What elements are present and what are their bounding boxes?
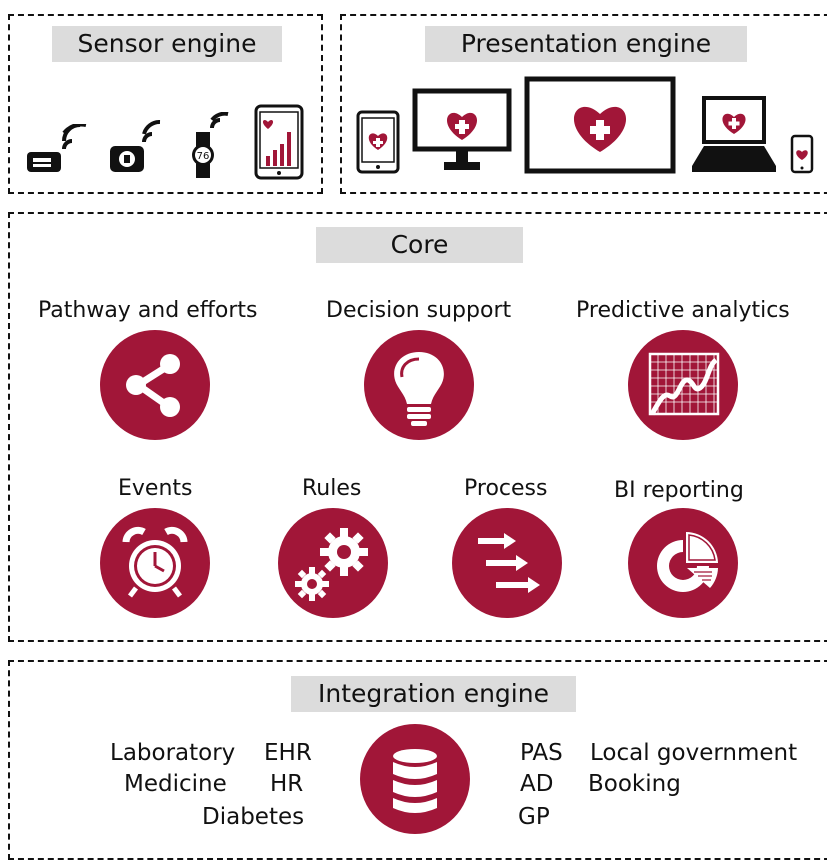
pie-chart-icon bbox=[657, 532, 718, 592]
core-label-bi: BI reporting bbox=[614, 478, 744, 503]
database-icon bbox=[393, 749, 437, 813]
system-local-government: Local government bbox=[590, 740, 798, 766]
laptop-heart-icon bbox=[692, 96, 776, 172]
system-laboratory: Laboratory bbox=[110, 740, 236, 766]
smartwatch-icon: 76 bbox=[192, 112, 229, 178]
system-booking: Booking bbox=[588, 771, 681, 797]
core-title: Core bbox=[316, 227, 523, 263]
phone-heart-icon bbox=[790, 134, 814, 174]
share-icon bbox=[126, 354, 180, 417]
system-hr: HR bbox=[270, 771, 304, 797]
core-panel bbox=[8, 212, 827, 642]
bi-circle bbox=[628, 508, 738, 618]
arrows-icon bbox=[478, 533, 540, 593]
predictive-circle bbox=[628, 330, 738, 440]
large-display-heart-icon bbox=[524, 76, 676, 174]
core-label-process: Process bbox=[464, 476, 548, 501]
system-diabetes: Diabetes bbox=[202, 804, 305, 830]
system-medicine: Medicine bbox=[124, 771, 227, 797]
presentation-engine-panel bbox=[340, 14, 827, 194]
sensor-device-icon bbox=[27, 124, 87, 172]
scale-device-icon bbox=[110, 120, 161, 172]
rules-circle bbox=[278, 508, 388, 618]
pathway-circle bbox=[100, 330, 210, 440]
integration-engine-title: Integration engine bbox=[291, 676, 576, 712]
tablet-chart-icon bbox=[254, 104, 304, 180]
lightbulb-icon bbox=[394, 352, 444, 426]
line-chart-icon bbox=[648, 352, 720, 416]
core-label-decision: Decision support bbox=[326, 298, 512, 323]
integration-circle bbox=[360, 724, 470, 834]
monitor-heart-icon bbox=[412, 88, 512, 170]
sensor-engine-panel bbox=[8, 14, 323, 194]
core-label-predictive: Predictive analytics bbox=[576, 298, 790, 323]
events-circle bbox=[100, 508, 210, 618]
tablet-heart-icon bbox=[356, 110, 400, 174]
system-ehr: EHR bbox=[264, 740, 312, 766]
system-gp: GP bbox=[518, 804, 550, 830]
system-pas: PAS bbox=[520, 740, 563, 766]
alarm-clock-icon bbox=[122, 526, 188, 598]
process-circle bbox=[452, 508, 562, 618]
heart-rate-value: 76 bbox=[197, 151, 210, 162]
presentation-engine-title: Presentation engine bbox=[425, 26, 747, 62]
core-label-pathway: Pathway and efforts bbox=[38, 298, 258, 323]
core-label-rules: Rules bbox=[302, 476, 362, 501]
system-ad: AD bbox=[520, 771, 554, 797]
sensor-engine-title: Sensor engine bbox=[52, 26, 282, 62]
gears-icon bbox=[295, 528, 368, 601]
decision-circle bbox=[364, 330, 474, 440]
core-label-events: Events bbox=[118, 476, 193, 501]
